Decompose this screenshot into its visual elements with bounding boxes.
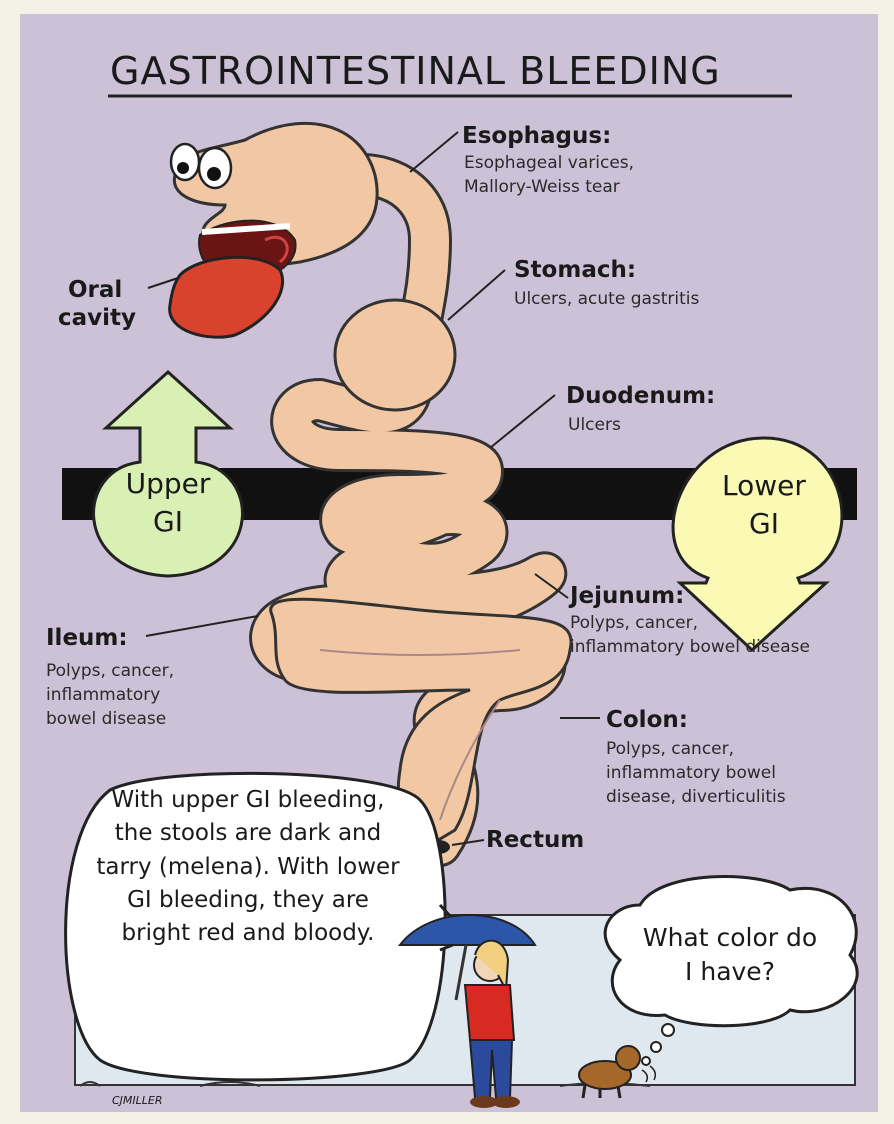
thought-bubble-line1: What color do bbox=[612, 922, 848, 955]
label-stomach: Stomach: bbox=[514, 256, 636, 285]
label-esophagus: Esophagus: bbox=[462, 122, 611, 151]
label-jejunum: Jejunum: bbox=[570, 582, 684, 611]
esophagus-desc-1: Esophageal varices, bbox=[464, 152, 634, 174]
esophagus-desc-2: Mallory-Weiss tear bbox=[464, 176, 620, 198]
ileum-desc-3: bowel disease bbox=[46, 708, 166, 730]
jejunum-desc-1: Polyps, cancer, bbox=[570, 612, 698, 634]
lower-gi-line1: Lower bbox=[702, 468, 826, 504]
stomach-desc-1: Ulcers, acute gastritis bbox=[514, 288, 699, 310]
label-ileum: Ileum: bbox=[46, 624, 128, 653]
left-eye bbox=[171, 144, 199, 180]
thought-bubble-line2: I have? bbox=[612, 956, 848, 989]
colon-desc-1: Polyps, cancer, bbox=[606, 738, 734, 760]
duodenum-desc-1: Ulcers bbox=[568, 414, 621, 436]
label-colon: Colon: bbox=[606, 706, 688, 735]
ileum-desc-2: inflammatory bbox=[46, 684, 160, 706]
page-title: GASTROINTESTINAL BLEEDING bbox=[110, 48, 721, 96]
colon-desc-2: inflammatory bowel bbox=[606, 762, 776, 784]
label-oral-line2: cavity bbox=[58, 304, 136, 333]
artist-signature: CJMILLER bbox=[112, 1094, 163, 1108]
lower-gi-line2: GI bbox=[702, 506, 826, 542]
label-rectum: Rectum bbox=[486, 826, 584, 855]
speech-bubble-text: With upper GI bleeding, the stools are d… bbox=[92, 784, 404, 951]
jejunum-desc-2: inflammatory bowel disease bbox=[570, 636, 810, 658]
stomach-shape bbox=[335, 300, 455, 410]
upper-gi-line2: GI bbox=[108, 504, 228, 540]
label-oral-line1: Oral bbox=[68, 276, 122, 305]
ileum-desc-1: Polyps, cancer, bbox=[46, 660, 174, 682]
colon-desc-3: disease, diverticulitis bbox=[606, 786, 786, 808]
label-duodenum: Duodenum: bbox=[566, 382, 715, 411]
upper-gi-line1: Upper bbox=[108, 466, 228, 502]
